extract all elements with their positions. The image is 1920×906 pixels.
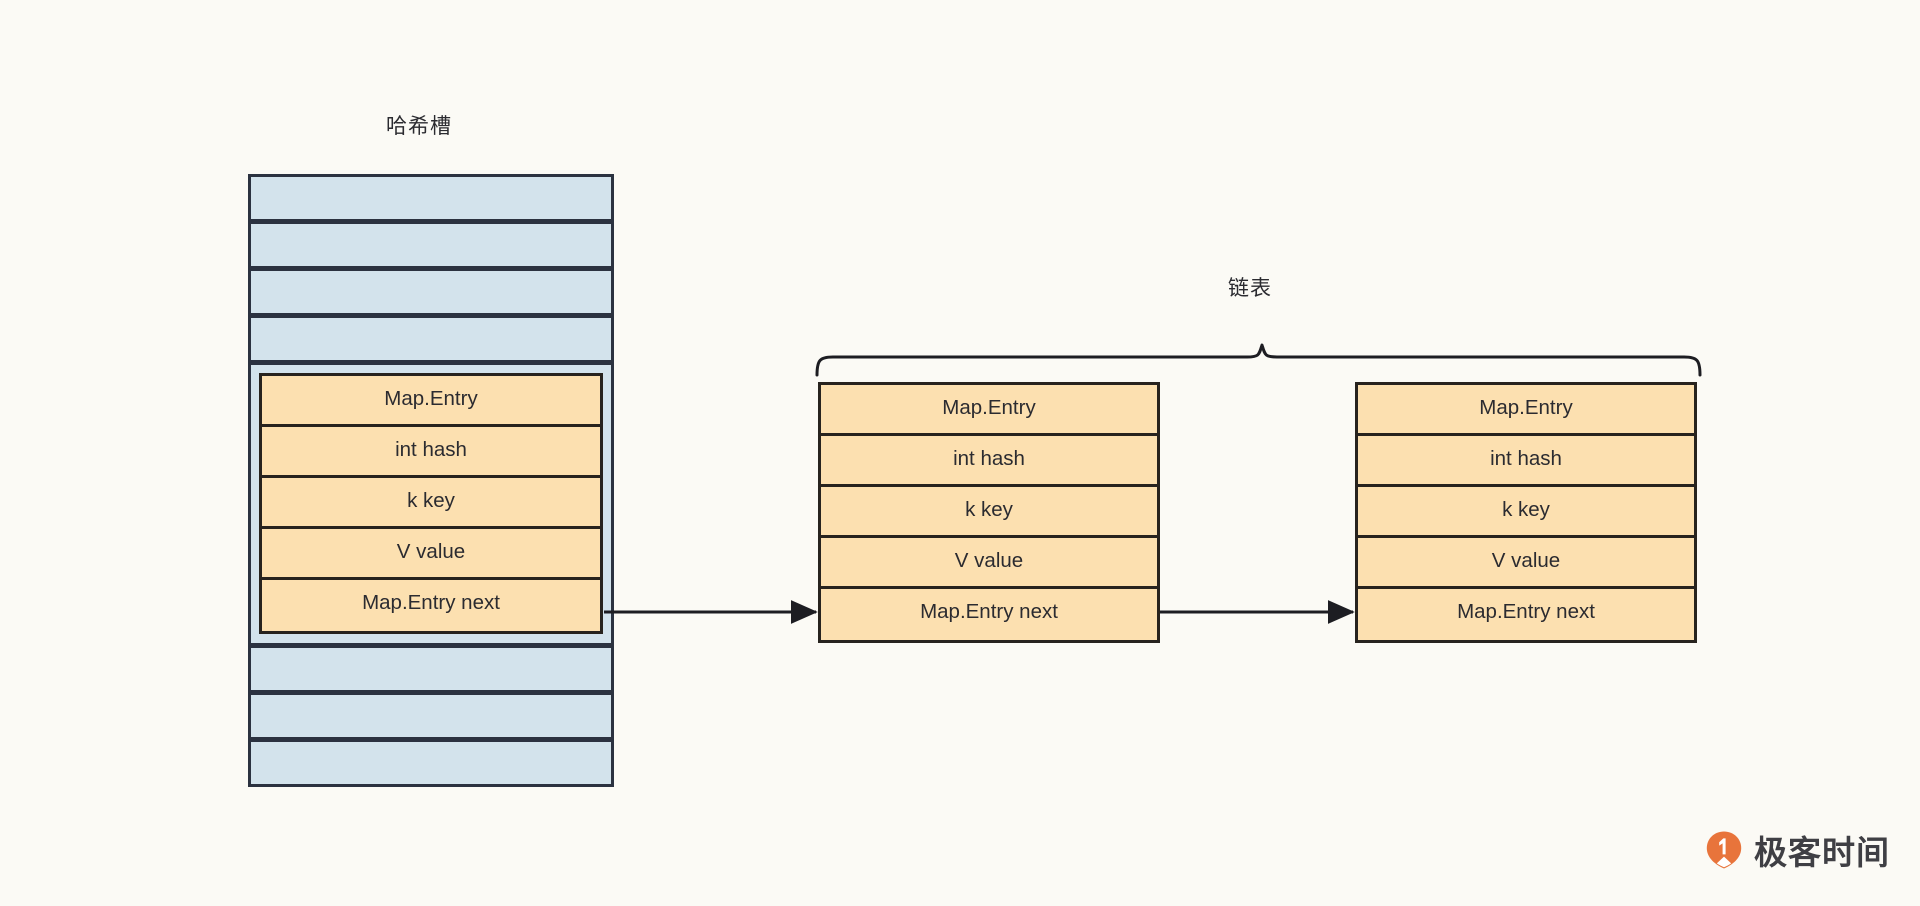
entry-row: Map.Entry — [1358, 385, 1694, 436]
entry-row: Map.Entry next — [1358, 589, 1694, 640]
brand-logo: 极客时间 — [1704, 826, 1890, 874]
hash-slot-label: 哈希槽 — [386, 115, 452, 138]
hash-slot-cell-empty — [248, 315, 614, 363]
entry-row: Map.Entry — [821, 385, 1157, 436]
geekbang-logo-icon — [1706, 831, 1742, 869]
hash-slot-cell-empty — [248, 174, 614, 222]
entry-row: Map.Entry next — [821, 589, 1157, 640]
entry-row: int hash — [1358, 436, 1694, 487]
entry-row: k key — [1358, 487, 1694, 538]
entry-row: int hash — [821, 436, 1157, 487]
linked-list-brace-icon — [815, 343, 1702, 377]
hash-slot-cell-empty — [248, 739, 614, 787]
entry-row: V value — [1358, 538, 1694, 589]
hash-slot-cell-empty — [248, 645, 614, 693]
entry-row: k key — [262, 478, 600, 529]
entry-row: k key — [821, 487, 1157, 538]
entry-row: Map.Entry — [262, 376, 600, 427]
entry-row: V value — [262, 529, 600, 580]
hash-slot-cell-empty — [248, 692, 614, 740]
entry-row: int hash — [262, 427, 600, 478]
linked-list-label: 链表 — [1228, 277, 1272, 300]
entry-row: V value — [821, 538, 1157, 589]
brand-logo-text: 极客时间 — [1754, 834, 1890, 871]
hash-slot-cell-empty — [248, 268, 614, 316]
entry-row: Map.Entry next — [262, 580, 600, 631]
hash-slot-cell-empty — [248, 221, 614, 269]
